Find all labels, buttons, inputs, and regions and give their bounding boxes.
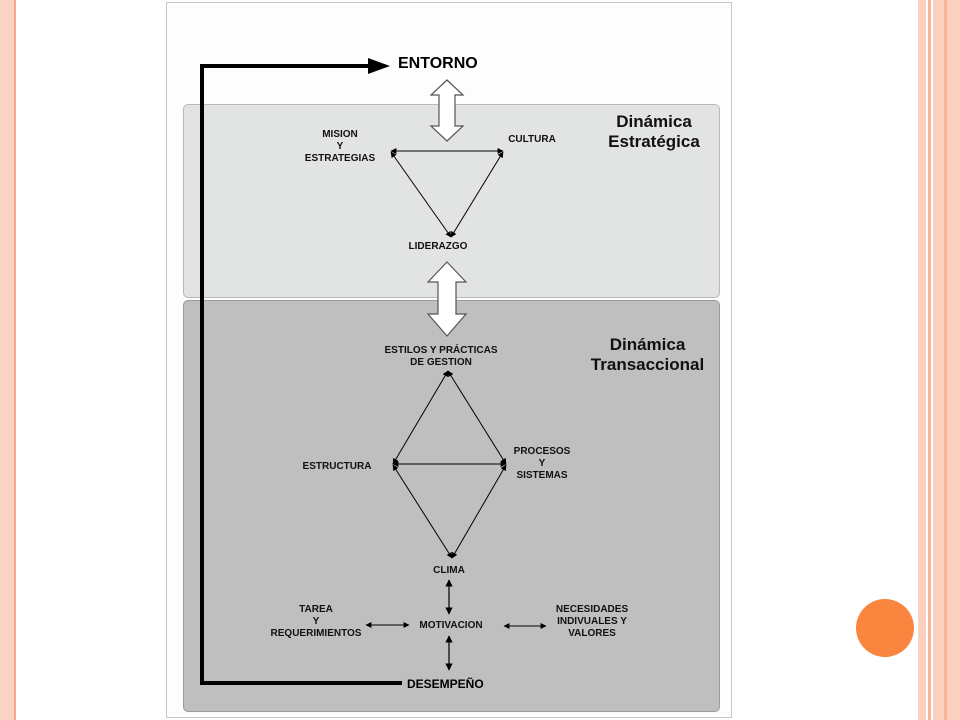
procesos-line-2: Y [538,458,546,469]
feedback-loop-line [200,64,402,685]
tarea-line-1: TAREA [299,604,333,615]
tarea-line-2: Y [312,616,320,627]
estilos-line-1: ESTILOS Y PRÁCTICAS [384,345,498,356]
necesidades-line-3: VALORES [568,628,616,639]
mision-estrategias-node: MISION Y ESTRATEGIAS [292,129,388,165]
desempeno-node: DESEMPEÑO [407,677,484,691]
clima-node: CLIMA [433,565,465,576]
necesidades-line-1: NECESIDADES [555,604,629,615]
transactional-title-line-1: Dinámica [609,335,686,354]
transactional-dynamics-title: Dinámica Transaccional [575,335,720,375]
leadership-double-arrow [426,261,468,337]
procesos-line-3: SISTEMAS [516,470,568,481]
strategic-title-line-1: Dinámica [616,112,692,131]
entorno-label: ENTORNO [398,55,478,72]
procesos-line-1: PROCESOS [513,446,571,457]
procesos-clima-connector [451,464,507,559]
mision-line-1: MISION [322,129,358,140]
procesos-sistemas-node: PROCESOS Y SISTEMAS [500,446,584,482]
necesidades-line-2: INDIVUALES Y [557,616,627,627]
estructura-node: ESTRUCTURA [302,461,372,472]
estilos-estructura-connector [392,370,449,465]
liderazgo-node: LIDERAZGO [408,241,468,252]
mision-line-2: Y [336,141,344,152]
estilos-line-2: DE GESTION [410,357,472,368]
slide-left-border [0,0,14,720]
orange-circle-decoration [856,599,914,657]
tarea-line-3: REQUERIMIENTOS [270,628,362,639]
cultura-liderazgo-connector [450,151,504,238]
strategic-title-line-2: Estratégica [608,132,700,151]
slide-right-stripe [918,0,926,720]
mision-line-3: ESTRATEGIAS [304,153,376,164]
strategic-dynamics-title: Dinámica Estratégica [598,112,710,152]
estilos-procesos-connector [447,370,507,465]
slide-right-stripe-line [928,0,931,720]
slide-left-border-line [14,0,16,720]
feedback-loop-arrowhead [368,58,390,74]
mision-liderazgo-connector [390,151,452,238]
motivacion-node: MOTIVACION [419,620,483,631]
transactional-title-line-2: Transaccional [590,355,705,374]
slide-right-stripe-line-2 [944,0,947,720]
entorno-double-arrow [429,79,465,142]
tarea-requerimientos-node: TAREA Y REQUERIMIENTOS [254,604,378,640]
cultura-node: CULTURA [508,134,556,145]
necesidades-valores-node: NECESIDADES INDIVUALES Y VALORES [544,604,640,640]
estructura-clima-connector [392,464,453,559]
estilos-practicas-node: ESTILOS Y PRÁCTICAS DE GESTION [370,345,512,369]
